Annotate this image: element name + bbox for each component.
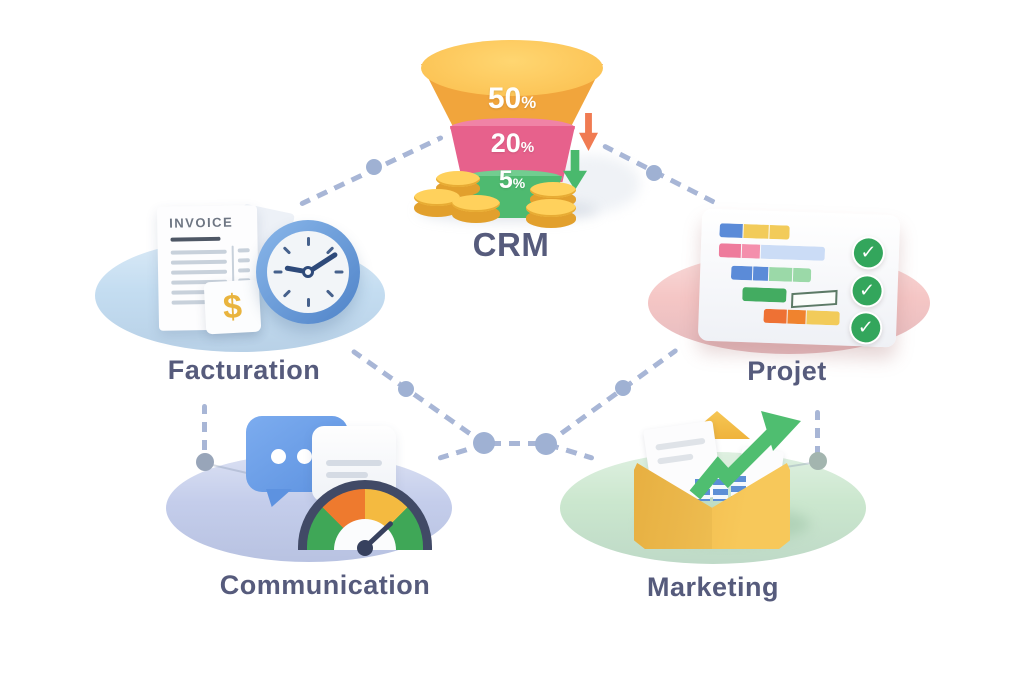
decrease-arrow-icon [579, 113, 598, 151]
funnel-tier-top-value: 50% [487, 82, 537, 115]
connector-node [398, 381, 414, 397]
connector-node [366, 159, 382, 175]
funnel-tier-mid-value: 20% [490, 128, 535, 158]
gauge-icon [298, 480, 432, 556]
milestone-arrow-icon [790, 289, 838, 309]
connector-center-horizontal [490, 441, 538, 446]
connector-junction-node [473, 432, 495, 454]
connector-node [196, 453, 214, 471]
envelope-icon [634, 405, 801, 549]
dollar-symbol: $ [222, 287, 243, 327]
communication-label: Communication [219, 570, 431, 600]
connector-facturation-communication [202, 404, 207, 456]
check-circle-icon: ✓ [851, 235, 886, 270]
check-circle-icon: ✓ [850, 273, 885, 308]
funnel-tier-bottom-value: 5% [498, 166, 526, 194]
clock-icon [256, 220, 360, 324]
invoice-title: INVOICE [169, 214, 234, 231]
gantt-board-icon: ✓ ✓ ✓ [697, 208, 901, 348]
connector-projet-marketing [815, 410, 820, 456]
price-tag-icon: $ [203, 279, 262, 335]
growth-arrow-icon [689, 411, 801, 500]
check-circle-icon: ✓ [848, 310, 883, 345]
marketing-label: Marketing [646, 572, 780, 602]
connector-node [809, 452, 827, 470]
funnel-tier-top-rim [421, 40, 603, 96]
facturation-label: Facturation [167, 355, 321, 385]
projet-label: Projet [747, 356, 827, 386]
connector-node [646, 165, 662, 181]
connector-node [615, 380, 631, 396]
connector-junction-node [535, 433, 557, 455]
crm-label: CRM [472, 226, 550, 263]
